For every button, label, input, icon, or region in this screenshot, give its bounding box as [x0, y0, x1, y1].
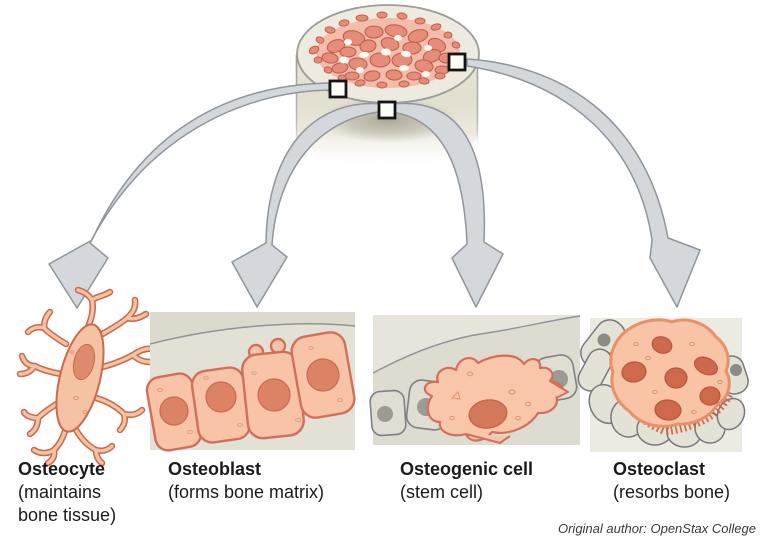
osteoclast-description: (resorbs bone) — [613, 482, 731, 502]
osteoclast-nuclei — [621, 336, 721, 421]
osteoblast-bone-matrix — [150, 312, 355, 344]
osteoclast-fragment-spots — [597, 333, 742, 376]
osteoblast-illustration — [145, 312, 356, 452]
osteogenic-description: (stem cell) — [400, 482, 484, 502]
osteoblast-description: (forms bone matrix) — [168, 482, 325, 502]
osteocyte-description: (maintains bone tissue) — [18, 482, 117, 525]
osteogenic-label: Osteogenic cell (stem cell) — [400, 458, 590, 504]
osteocyte-name: Osteocyte — [18, 459, 106, 479]
arrow-to-osteoblast — [231, 102, 389, 308]
sample-marker-right — [447, 52, 467, 72]
arrows — [48, 58, 701, 309]
osteoblast-nuclei — [159, 358, 340, 426]
osteoclast-name: Osteoclast — [613, 459, 706, 479]
spongy-bone-pattern — [308, 11, 464, 89]
osteocyte-nucleus — [72, 343, 96, 381]
osteogenic-illustration — [369, 315, 581, 445]
osteoblast-name: Osteoblast — [168, 459, 262, 479]
osteoblast-label: Osteoblast (forms bone matrix) — [168, 458, 368, 504]
osteogenic-nucleus — [468, 399, 508, 429]
bone-cross-section-illustration — [295, 4, 480, 168]
osteoclast-label: Osteoclast (resorbs bone) — [613, 458, 763, 504]
sample-marker-left — [328, 79, 348, 99]
sample-marker-bottom — [377, 100, 397, 120]
arrow-to-osteogenic-cell — [389, 102, 504, 308]
arrow-to-osteoclast — [466, 58, 701, 308]
osteocyte-illustration — [16, 286, 156, 467]
osteocyte-label: Osteocyte (maintains bone tissue) — [18, 458, 126, 527]
osteocyte-dendrites-fill — [18, 288, 154, 465]
attribution-text: Original author: OpenStax College — [557, 521, 756, 536]
sample-markers — [328, 52, 467, 120]
osteogenic-name: Osteogenic cell — [400, 459, 534, 479]
arrow-to-osteocyte — [48, 82, 330, 309]
osteoclast-illustration — [577, 318, 749, 452]
